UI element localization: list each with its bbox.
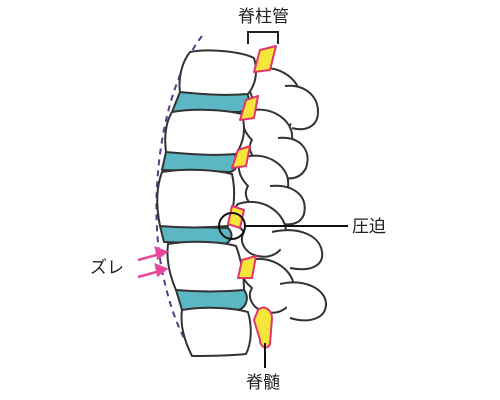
label-spinal-canal: 脊柱管 [238, 7, 289, 27]
posterior-elements [233, 66, 327, 322]
vertebra-5 [180, 306, 252, 357]
cord-seg-6 [253, 306, 273, 349]
cord-seg-2 [239, 95, 259, 121]
spine-alignment-dashed-curve [155, 35, 203, 361]
cord-seg-1 [253, 45, 277, 73]
cord-seg-4 [227, 205, 245, 229]
vertebral-bodies [156, 49, 257, 357]
label-spinal-cord: 脊髄 [246, 373, 280, 393]
spinal-canal-bracket [247, 31, 279, 44]
spinal-cord-segments [227, 45, 277, 349]
spinous-process-1 [284, 84, 319, 131]
vertebra-4 [166, 240, 245, 293]
compression-circle-icon [218, 212, 246, 240]
pink-right-arrows-icon [137, 245, 169, 279]
vertebra-1 [178, 49, 257, 96]
cord-seg-3 [231, 145, 251, 169]
spinous-process-4 [271, 229, 324, 271]
cord-seg-5 [237, 255, 257, 279]
label-compression: 圧迫 [352, 217, 386, 237]
vertebra-3 [156, 168, 236, 229]
spinous-process-5 [279, 281, 327, 322]
label-slip: ズレ [90, 258, 124, 278]
vertebra-2 [164, 108, 245, 156]
